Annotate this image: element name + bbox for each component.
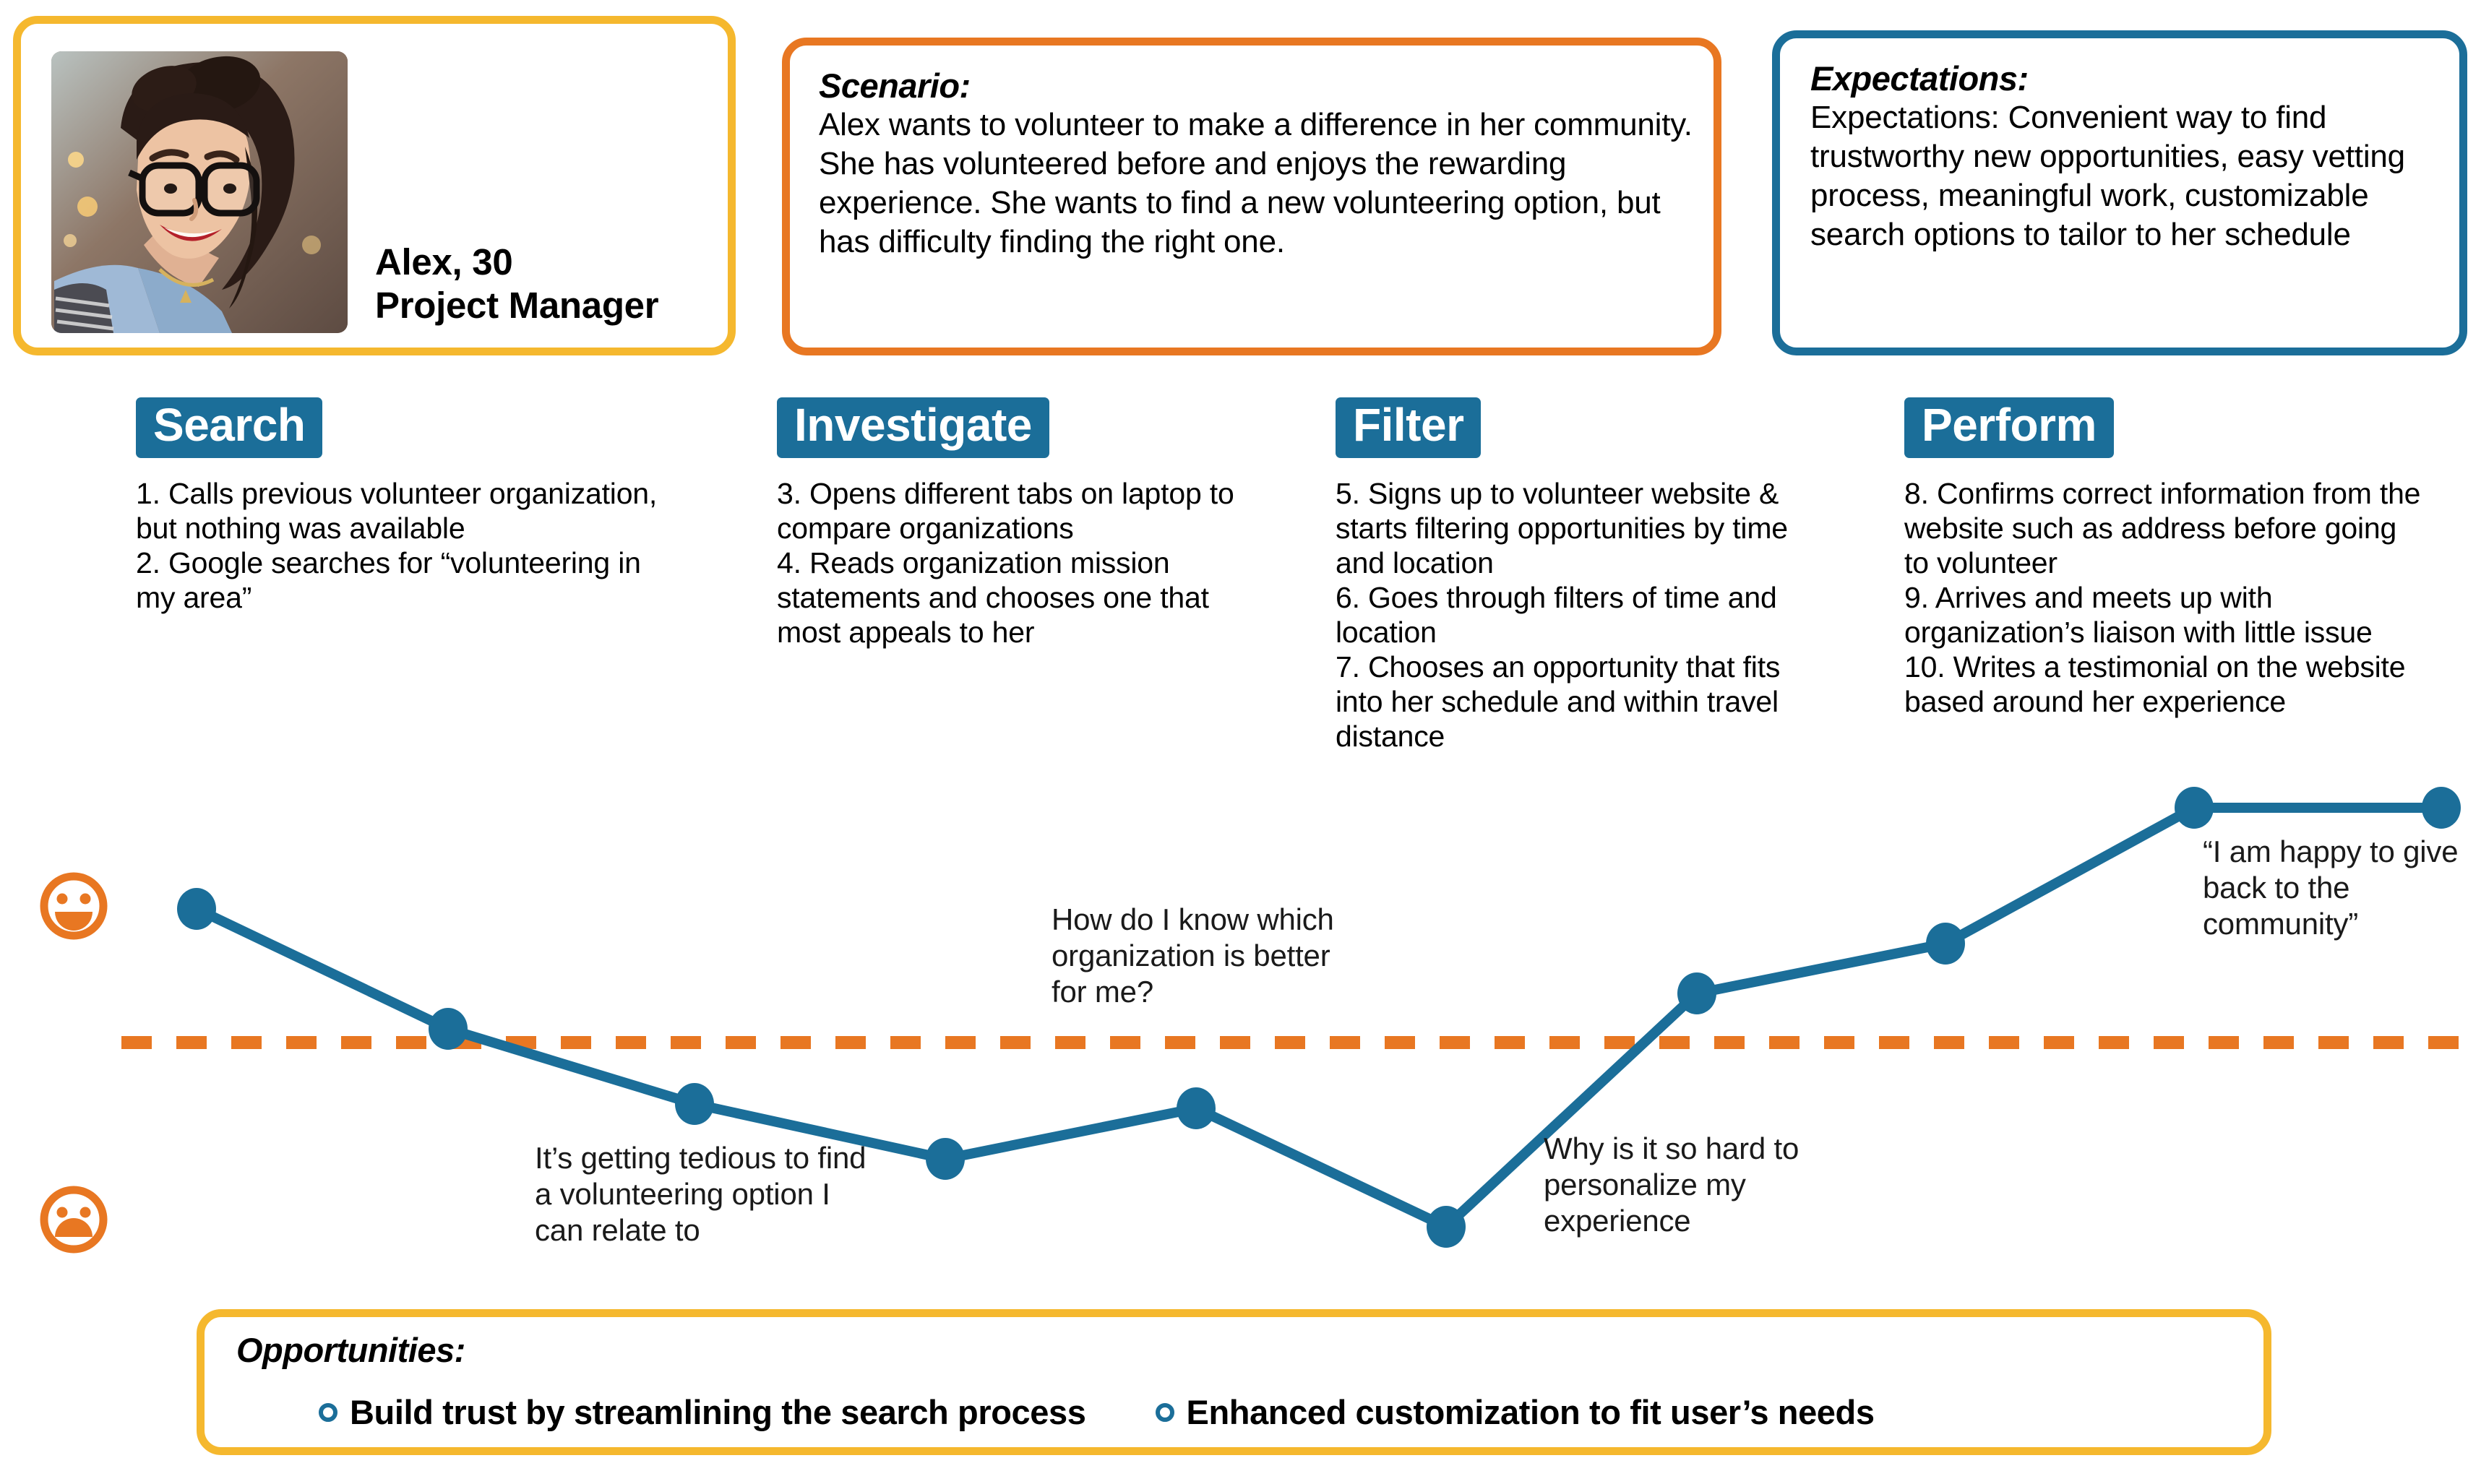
phase-step: 7. Chooses an opportunity that fits into… <box>1336 650 1789 753</box>
list-item: Enhanced customization to fit user’s nee… <box>1155 1392 1875 1432</box>
sad-face-icon <box>40 1186 108 1254</box>
scenario-card: Scenario: Alex wants to volunteer to mak… <box>782 38 1721 355</box>
expectations-body: Expectations: Convenient way to find tru… <box>1810 100 2405 253</box>
phase-step: 2. Google searches for “volunteering in … <box>136 545 649 614</box>
phase-column-search: Search 1. Calls previous volunteer organ… <box>136 397 685 616</box>
emotion-curve-chart <box>0 751 2481 1286</box>
opportunities-list: Build trust by streamlining the search p… <box>319 1392 1875 1432</box>
opportunity-label: Build trust by streamlining the search p… <box>350 1393 1086 1431</box>
emotion-point-4[interactable] <box>926 1138 965 1180</box>
phase-step: 9. Arrives and meets up with organizatio… <box>1904 580 2373 649</box>
emotion-polyline <box>192 803 2446 1232</box>
curve-annotation: “I am happy to give back to the communit… <box>2203 834 2467 941</box>
curve-annotation: Why is it so hard to personalize my expe… <box>1544 1131 1807 1238</box>
circle-bullet-icon <box>1155 1402 1174 1422</box>
phase-steps-perform: 8. Confirms correct information from the… <box>1904 477 2425 720</box>
scenario-body: Alex wants to volunteer to make a differ… <box>819 107 1693 260</box>
portrait-illustration <box>51 51 348 333</box>
emotion-point-1[interactable] <box>177 888 216 930</box>
phase-steps-filter: 5. Signs up to volunteer website & start… <box>1336 477 1813 754</box>
scenario-title: Scenario: <box>819 66 971 105</box>
phase-step: 5. Signs up to volunteer website & start… <box>1336 477 1797 579</box>
phase-step: 10. Writes a testimonial on the website … <box>1904 650 2414 718</box>
phase-badge-search[interactable]: Search <box>136 397 323 458</box>
phase-step: 6. Goes through filters of time and loca… <box>1336 580 1785 649</box>
emotion-point-10[interactable] <box>2422 787 2461 829</box>
persona-card: Alex, 30 Project Manager <box>13 16 736 355</box>
opportunities-card: Opportunities: Build trust by streamlini… <box>197 1309 2271 1455</box>
emotion-point-5[interactable] <box>1177 1087 1216 1129</box>
phase-column-filter: Filter 5. Signs up to volunteer website … <box>1336 397 1813 754</box>
emotion-point-6[interactable] <box>1427 1206 1466 1248</box>
phase-step: 8. Confirms correct information from the… <box>1904 477 2429 579</box>
circle-bullet-icon <box>319 1402 337 1422</box>
phase-badge-filter[interactable]: Filter <box>1336 397 1482 458</box>
persona-portrait-photo <box>51 51 348 333</box>
phase-step: 3. Opens different tabs on laptop to com… <box>777 477 1242 545</box>
phase-badge-investigate[interactable]: Investigate <box>777 397 1049 458</box>
expectations-card: Expectations: Expectations: Convenient w… <box>1772 30 2467 355</box>
phase-steps-search: 1. Calls previous volunteer organization… <box>136 477 685 616</box>
emotion-point-3[interactable] <box>675 1083 714 1125</box>
emotion-curve-svg <box>40 787 2468 1254</box>
opportunities-title: Opportunities: <box>236 1331 465 1369</box>
phase-badge-perform[interactable]: Perform <box>1904 397 2114 458</box>
phase-column-investigate: Investigate 3. Opens different tabs on l… <box>777 397 1276 650</box>
expectations-title: Expectations: <box>1810 59 2029 98</box>
emotion-point-group <box>177 787 2461 1248</box>
emotion-point-7[interactable] <box>1677 972 1716 1014</box>
phase-steps-investigate: 3. Opens different tabs on laptop to com… <box>777 477 1276 650</box>
emotion-point-8[interactable] <box>1926 923 1965 965</box>
persona-role: Project Manager <box>375 285 659 327</box>
curve-annotation: How do I know which organization is bett… <box>1052 902 1343 1009</box>
phase-step: 1. Calls previous volunteer organization… <box>136 477 666 545</box>
list-item: Build trust by streamlining the search p… <box>319 1392 1086 1432</box>
curve-annotation: It’s getting tedious to find a volunteer… <box>535 1141 874 1247</box>
persona-name-block: Alex, 30 Project Manager <box>375 241 736 327</box>
happy-face-icon <box>40 872 108 940</box>
phase-step: 4. Reads organization mission statements… <box>777 545 1218 649</box>
phase-column-perform: Perform 8. Confirms correct information … <box>1904 397 2425 720</box>
persona-name-age: Alex, 30 <box>375 241 513 282</box>
opportunity-label: Enhanced customization to fit user’s nee… <box>1186 1393 1875 1431</box>
emotion-point-2[interactable] <box>429 1008 468 1050</box>
emotion-point-9[interactable] <box>2175 787 2214 829</box>
